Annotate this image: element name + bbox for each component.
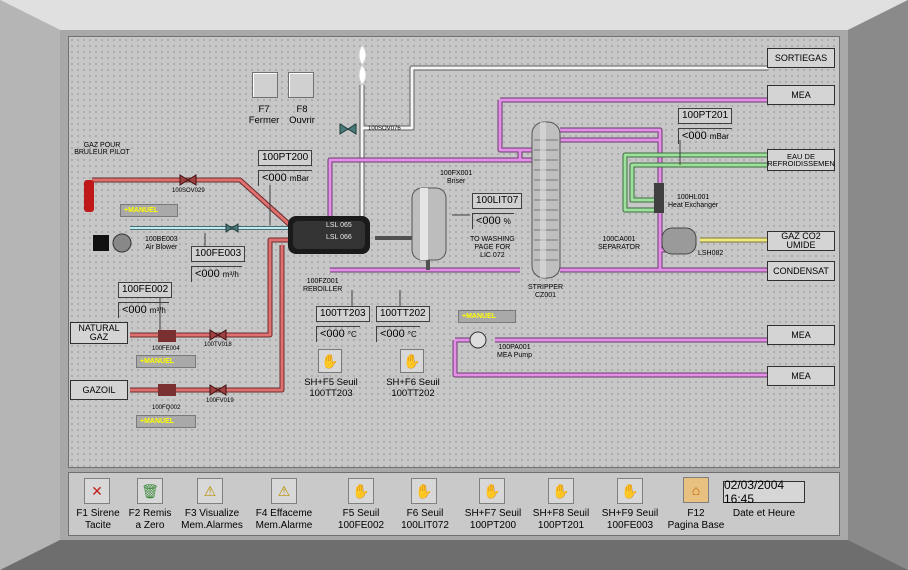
box-mea-top: MEA (767, 85, 835, 105)
toolbar-label-f5: F5 Seuil 100FE002 (337, 508, 385, 531)
label-gaz-pour-bruleur: GAZ POUR BRULEUR PILOT (74, 142, 130, 156)
toolbar-label-f6: F6 Seuil 100LIT072 (401, 508, 449, 531)
manuel-badge-gazoil[interactable]: +MANUEL (136, 415, 196, 428)
tag-100fe003: 100FE003 (191, 246, 246, 262)
box-eau-refroidissement: EAU DE REFROIDISSEMEN (767, 149, 835, 171)
label-lsl066: LSL 066 (326, 234, 352, 241)
label-100sov029: 100SOV029 (172, 188, 205, 194)
tag-100pt200: 100PT200 (258, 150, 313, 166)
toolbar-label-f7: SH+F7 Seuil 100PT200 (464, 508, 522, 531)
label-stripper: STRIPPER CZ001 (528, 284, 564, 300)
toolbar-label-f12: F12 Pagina Base (667, 508, 725, 531)
label-to-washing: TO WASHING PAGE FOR LIC 072 (470, 236, 515, 260)
datetime-label: Date et Heure (732, 508, 796, 519)
alarm-warning-icon[interactable]: ⚠ (197, 478, 223, 504)
seuil-label-tt203: SH+F5 Seuil 100TT203 (304, 377, 358, 400)
label-100fq002: 100FQ002 (152, 405, 181, 411)
box-gaz-co2: GAZ CO2 UMIDE (767, 231, 835, 251)
seuil-label-tt202: SH+F6 Seuil 100TT202 (386, 377, 440, 400)
label-100fx001: 100FX001 Briser (440, 170, 473, 186)
toolbar-label-f4: F4 Effaceme Mem.Alarme (255, 508, 313, 531)
tag-100fe002: 100FE002 (118, 282, 173, 298)
label-lsl065: LSL 065 (326, 222, 352, 229)
box-condensat: CONDENSAT (767, 261, 835, 281)
box-natural-gaz: NATURAL GAZ (70, 322, 128, 344)
box-gazoil: GAZOIL (70, 380, 128, 400)
siren-off-icon[interactable]: ✕ (84, 478, 110, 504)
value-100tt203: <000°C (316, 326, 360, 342)
close-valve-button[interactable] (252, 72, 278, 98)
toolbar-label-f1: F1 Sirene Tacite (76, 508, 120, 531)
tag-100lit07: 100LIT07 (472, 193, 523, 209)
box-mea-bottom: MEA (767, 366, 835, 386)
label-separator: 100CA001 SEPARATOR (598, 236, 641, 252)
threshold-icon[interactable]: ✋ (348, 478, 374, 504)
threshold-icon-tt203[interactable]: ✋ (318, 349, 342, 373)
label-mea-pump: 100PA001 MEA Pump (497, 344, 533, 360)
tag-100pt201: 100PT201 (678, 108, 733, 124)
open-valve-button[interactable] (288, 72, 314, 98)
threshold-icon[interactable]: ✋ (617, 478, 643, 504)
label-heat-exchanger: 100HL001 Heat Exchanger (668, 194, 719, 210)
label-100sov076: 100SOV076 (368, 126, 401, 132)
threshold-icon[interactable]: ✋ (548, 478, 574, 504)
label-100fe004: 100FE004 (152, 346, 180, 352)
toolbar-label-f8: SH+F8 Seuil 100PT201 (532, 508, 590, 531)
manuel-badge-natural-gaz[interactable]: +MANUEL (136, 355, 196, 368)
label-100tv018: 100TV018 (204, 342, 232, 348)
datetime-display: 02/03/2004 16:45 (723, 478, 805, 506)
trash-icon[interactable]: 🗑 (137, 478, 163, 504)
label-100fv019: 100FV019 (206, 398, 234, 404)
toolbar-label-f9: SH+F9 Seuil 100FE003 (601, 508, 659, 531)
box-mea-mid: MEA (767, 325, 835, 345)
manuel-badge-pilot[interactable]: +MANUEL (120, 204, 178, 217)
toolbar-label-f2: F2 Remis a Zero (128, 508, 172, 531)
value-100tt202: <000°C (376, 326, 420, 342)
open-valve-label: F8 Ouvrir (289, 104, 315, 127)
box-sortiegas: SORTIEGAS (767, 48, 835, 68)
threshold-icon-tt202[interactable]: ✋ (400, 349, 424, 373)
value-100lit07: <000% (472, 213, 514, 229)
manuel-badge-mea-pump[interactable]: +MANUEL (458, 310, 516, 323)
label-lsh082: LSH082 (698, 250, 724, 257)
tag-100tt202: 100TT202 (376, 306, 430, 322)
close-valve-label: F7 Fermer (248, 104, 280, 127)
threshold-icon[interactable]: ✋ (479, 478, 505, 504)
threshold-icon[interactable]: ✋ (411, 478, 437, 504)
home-icon[interactable]: ⌂ (683, 477, 709, 503)
alarm-clear-icon[interactable]: ⚠ (271, 478, 297, 504)
function-key-toolbar (68, 472, 840, 536)
tag-100tt203: 100TT203 (316, 306, 370, 322)
toolbar-label-f3: F3 Visualize Mem.Alarmes (181, 508, 243, 531)
label-air-blower: 100BE003 Air Blower (145, 236, 178, 252)
process-panel (68, 36, 840, 468)
label-reboiller: 100FZ001 REBOILLER (303, 278, 343, 294)
